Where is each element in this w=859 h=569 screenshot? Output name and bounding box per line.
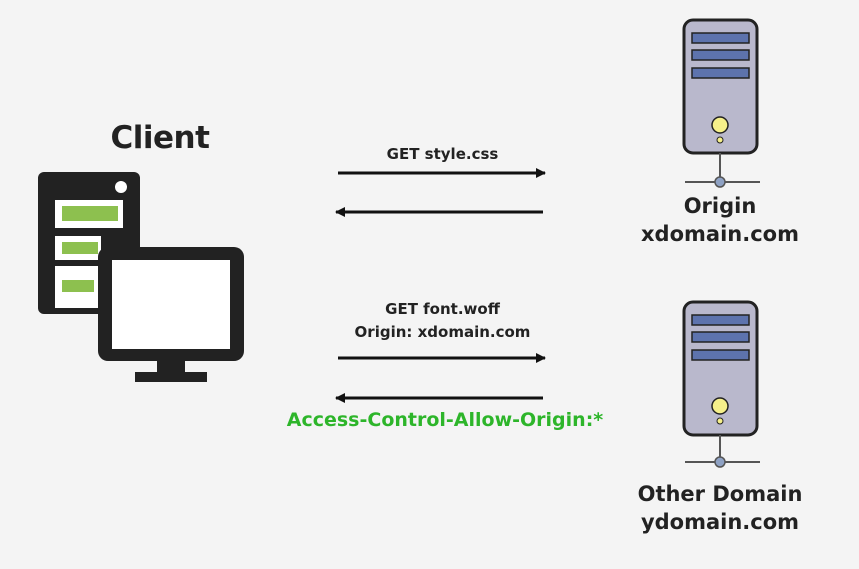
other-server-name: Other Domain <box>637 482 803 506</box>
request-origin-header: Origin: xdomain.com <box>354 323 531 341</box>
origin-server-name: Origin <box>683 194 757 218</box>
origin-server-icon <box>682 18 760 188</box>
other-server-domain: ydomain.com <box>640 510 800 534</box>
origin-server-label: Origin xdomain.com <box>620 192 820 248</box>
client-tower-icon <box>38 172 140 314</box>
cors-response-header: Access-Control-Allow-Origin:* <box>286 409 604 431</box>
origin-server-domain: xdomain.com <box>641 222 799 246</box>
client-title: Client <box>110 120 210 156</box>
request-label-style-css: GET style.css <box>386 145 499 163</box>
request-label-font-woff: GET font.woff <box>385 300 500 318</box>
client-computer-icon <box>38 172 244 382</box>
other-server-label: Other Domain ydomain.com <box>610 480 830 536</box>
client-monitor-icon <box>98 247 244 382</box>
other-domain-server-icon <box>682 300 760 468</box>
